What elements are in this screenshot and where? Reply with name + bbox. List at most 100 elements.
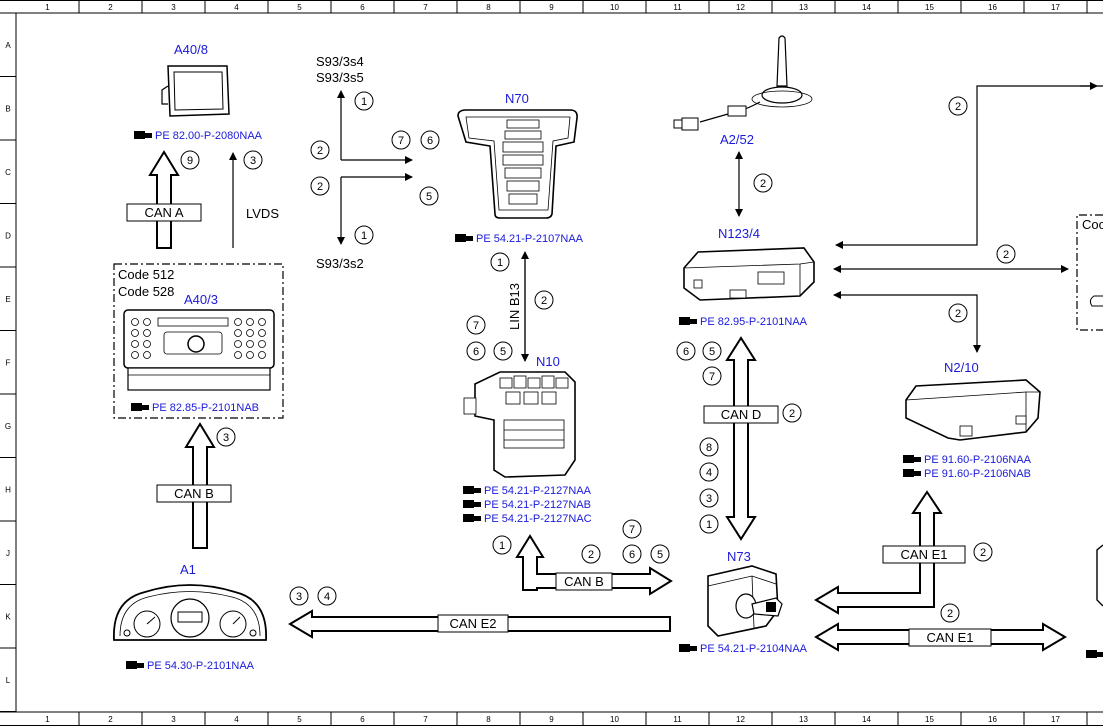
grid-column-label: 13 [799,3,808,12]
switch-group: S93/3s4 S93/3s5 1 2 7 6 2 5 1 S93/3s2 [310,54,440,271]
grid-column-label: 16 [988,3,997,12]
can-e1-lower-bus: CAN E1 2 [814,603,1067,652]
grid-row-label: H [5,485,11,494]
a40-3-ref: PE 82.85-P-2101NAB [152,402,259,414]
grid-column-label: 15 [925,3,934,12]
right-partial-module: Coc [1076,214,1103,658]
grid-column-label: 4 [234,715,239,724]
n70-overhead-module: N70 PE 54.21-P-2107NAA [455,91,584,245]
grid-column-label: 17 [1051,3,1060,12]
step-badge: 7 [398,135,404,147]
n10-sam-module: N10 PE 54.21-P-2127NAA PE 54.21-P-2127NA… [463,354,592,525]
lin-b13-link: LIN B13 1 2 7 6 5 [466,251,554,362]
step-badge: 1 [499,540,505,552]
step-badge: 6 [683,346,689,358]
step-badge: 2 [541,295,547,307]
step-badge: 3 [296,591,302,603]
grid-row-label: A [5,41,11,50]
step-badge: 6 [473,346,479,358]
step-badge: 9 [187,155,193,167]
n2-10-ref-2: PE 91.60-P-2106NAB [924,468,1031,480]
lvds-label: LVDS [246,206,279,221]
grid-column-label: 6 [360,3,365,12]
grid-column-label: 8 [486,3,491,12]
grid-column-label: 2 [108,715,113,724]
step-badge: 2 [789,408,795,420]
n10-ref-2: PE 54.21-P-2127NAB [484,499,591,511]
step-badge: 2 [1003,249,1009,261]
step-badge: 2 [317,145,323,157]
step-badge: 4 [324,591,330,603]
grid-column-label: 12 [736,3,745,12]
step-badge: 4 [706,467,712,479]
step-badge: 7 [473,320,479,332]
a40-8-display: A40/8 PE 82.00-P-2080NAA [134,42,263,142]
step-badge: 7 [629,524,635,536]
grid-row-label: B [5,104,10,113]
step-badge: 1 [361,96,367,108]
step-badge: 2 [955,308,961,320]
n2-10-ref-1: PE 91.60-P-2106NAA [924,454,1032,466]
step-badge: 5 [426,191,432,203]
grid-column-label: 9 [549,715,554,724]
can-a-bus: CAN A 9 [126,150,202,249]
step-badge: 5 [500,346,506,358]
grid-column-label: 12 [736,715,745,724]
can-b-mid-bus: CAN B 1 7 2 6 5 [492,519,673,596]
lvds-link: 3 LVDS [229,150,279,248]
grid-column-label: 7 [423,715,428,724]
grid-column-label: 5 [297,3,302,12]
grid-column-label: 3 [171,715,176,724]
grid-row-label: F [6,358,11,367]
n73-label: N73 [727,549,751,564]
step-badge: 3 [250,155,256,167]
can-a-label: CAN A [144,205,183,220]
grid-column-label: 14 [862,3,871,12]
step-badge: 6 [629,549,635,561]
can-d-bus: CAN D 6 5 7 2 8 4 3 1 [676,336,802,541]
n123-4-label: N123/4 [718,226,760,241]
right-links: 2 2 2 [833,82,1103,353]
step-badge: 3 [223,432,229,444]
a40-3-code-528: Code 528 [118,284,174,299]
can-b-left-label: CAN B [174,486,214,501]
grid-row-label: L [6,676,11,685]
a1-instrument-cluster: A1 PE 54.30-P-2101NAA [113,562,267,672]
step-badge: 2 [980,547,986,559]
a1-label: A1 [180,562,196,577]
can-b-left-bus: CAN B 3 [156,422,236,549]
grid-column-label: 9 [549,3,554,12]
step-badge: 2 [955,101,961,113]
n123-4-module: N123/4 PE 82.95-P-2101NAA [679,226,815,328]
grid-column-label: 3 [171,3,176,12]
can-e1-upper-label: CAN E1 [901,547,948,562]
n70-label: N70 [505,91,529,106]
grid-column-label: 6 [360,715,365,724]
can-e2-bus: CAN E2 3 4 [288,586,671,639]
step-badge: 2 [588,549,594,561]
can-e2-label: CAN E2 [450,616,497,631]
step-badge: 2 [760,178,766,190]
grid-column-label: 5 [297,715,302,724]
grid-column-label: 7 [423,3,428,12]
step-badge: 5 [709,346,715,358]
step-badge: 1 [706,519,712,531]
switch-s5-label: S93/3s5 [316,70,364,85]
right-partial-label: Coc [1082,217,1103,232]
a1-ref: PE 54.30-P-2101NAA [147,660,255,672]
grid-column-label: 16 [988,715,997,724]
a40-3-code-512: Code 512 [118,267,174,282]
switch-s4-label: S93/3s4 [316,54,364,69]
step-badge: 3 [706,493,712,505]
a2-52-antenna: A2/52 2 [673,35,813,217]
step-badge: 1 [497,257,503,269]
grid-column-label: 10 [610,715,619,724]
n2-10-label: N2/10 [944,360,979,375]
grid-column-label: 10 [610,3,619,12]
grid-column-label: 8 [486,715,491,724]
a40-8-label: A40/8 [174,42,208,57]
can-e1-lower-label: CAN E1 [927,630,974,645]
grid-row-label: G [5,422,11,431]
n2-10-module: N2/10 PE 91.60-P-2106NAA PE 91.60-P-2106… [903,360,1041,480]
